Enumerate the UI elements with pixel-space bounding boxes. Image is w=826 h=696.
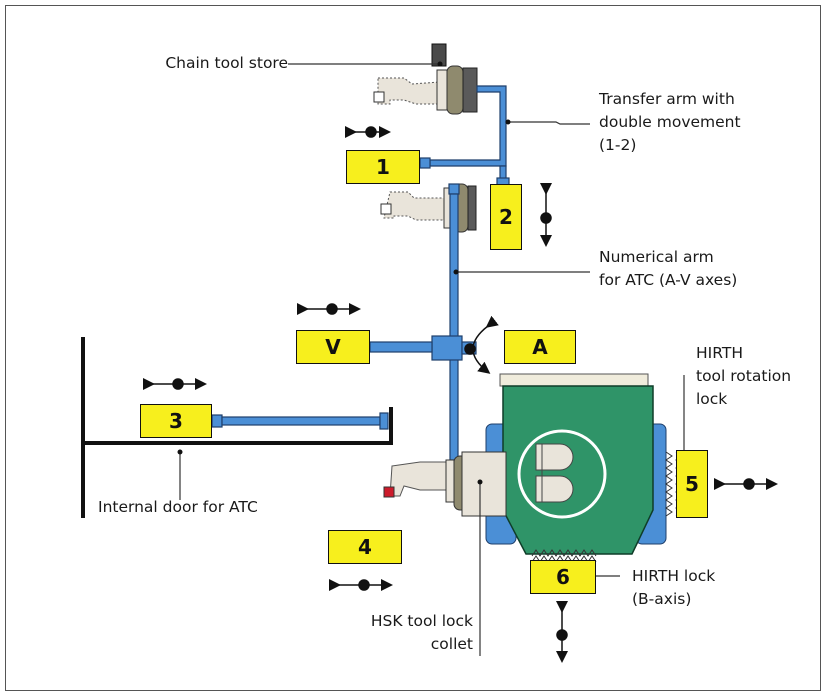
- box-1: 1: [346, 150, 420, 184]
- label-hsk-collet: HSK tool lock collet: [371, 610, 473, 656]
- label-hirth-lock: HIRTH lock (B-axis): [632, 565, 715, 611]
- label-hirth-rotation-line-3: lock: [696, 390, 728, 408]
- box-4: 4: [328, 530, 402, 564]
- box-2: 2: [490, 184, 522, 250]
- label-hsk-collet-line-2: collet: [430, 635, 473, 653]
- arrow-h-1: [345, 126, 391, 138]
- label-chain-tool-store: Chain tool store: [165, 54, 288, 72]
- transfer-arm: [419, 85, 510, 187]
- label-numerical-arm: Numerical arm for ATC (A-V axes): [599, 246, 737, 292]
- arrow-rot-a: [464, 315, 499, 374]
- box-a: A: [504, 330, 576, 364]
- leader-lines: [179, 63, 685, 656]
- arrow-h-v: [297, 303, 361, 315]
- label-hirth-rotation-line-2: tool rotation: [696, 367, 792, 385]
- label-transfer-arm-line-1: Transfer arm with: [599, 90, 735, 108]
- label-numerical-arm-line-2: for ATC (A-V axes): [599, 271, 738, 289]
- door-arm: [211, 412, 389, 430]
- label-hirth-rotation-lock: HIRTH tool rotation lock: [696, 342, 791, 411]
- box-6: 6: [530, 560, 596, 594]
- arrow-v-6: [556, 601, 568, 663]
- label-hirth-rotation-line-1: HIRTH: [696, 344, 743, 362]
- label-transfer-arm-line-2: double movement: [599, 113, 741, 131]
- label-hirth-lock-line-1: HIRTH lock: [632, 567, 716, 585]
- label-transfer-arm: Transfer arm with double movement (1-2): [599, 88, 741, 157]
- box-v: V: [296, 330, 370, 364]
- motion-arrows: [143, 126, 778, 663]
- label-hsk-collet-line-1: HSK tool lock: [370, 612, 473, 630]
- box-5: 5: [676, 450, 708, 518]
- arrow-h-3: [143, 378, 207, 390]
- arrow-v-2: [540, 183, 552, 247]
- label-transfer-arm-line-3: (1-2): [599, 136, 637, 154]
- label-internal-door: Internal door for ATC: [98, 498, 258, 516]
- label-hirth-lock-line-2: (B-axis): [632, 590, 692, 608]
- box-3: 3: [140, 404, 212, 438]
- arrow-h-4: [329, 579, 393, 591]
- chain-tool-store: [373, 43, 478, 115]
- internal-door: [81, 337, 393, 518]
- spindle-head: [485, 373, 667, 555]
- label-numerical-arm-line-1: Numerical arm: [599, 248, 714, 266]
- arrow-h-5: [714, 478, 778, 490]
- hsk-collet: [383, 451, 507, 517]
